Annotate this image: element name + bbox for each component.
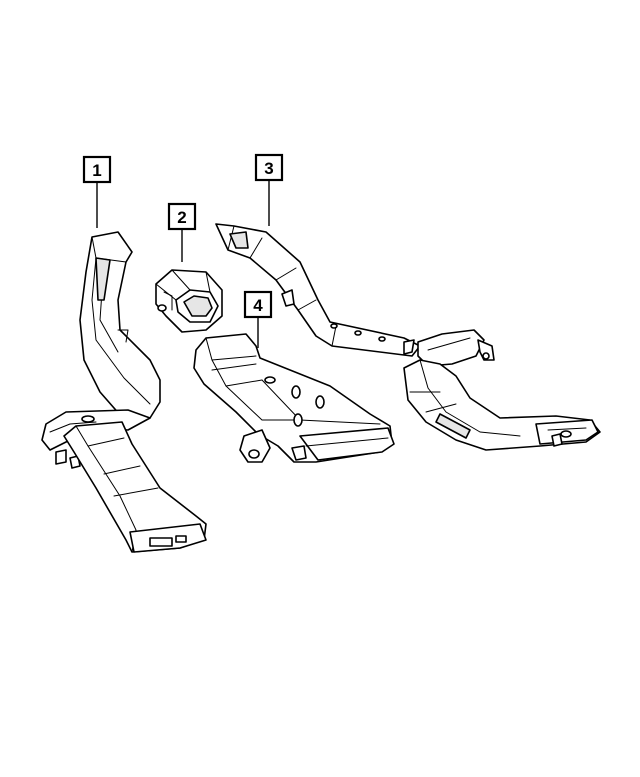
callout-4: 4 xyxy=(243,290,273,348)
callout-1: 1 xyxy=(82,155,112,228)
duct-center-floor-icon xyxy=(193,333,395,463)
callout-2: 2 xyxy=(167,202,197,262)
duct-right-floor-icon xyxy=(215,223,601,451)
duct-left-floor-icon xyxy=(41,231,207,553)
duct-outlet-adapter-icon xyxy=(155,269,223,333)
callout-label-3: 3 xyxy=(264,159,273,178)
callout-label-1: 1 xyxy=(92,161,101,180)
callout-label-4: 4 xyxy=(253,296,263,315)
callout-label-2: 2 xyxy=(177,208,186,227)
callout-3: 3 xyxy=(254,153,284,226)
